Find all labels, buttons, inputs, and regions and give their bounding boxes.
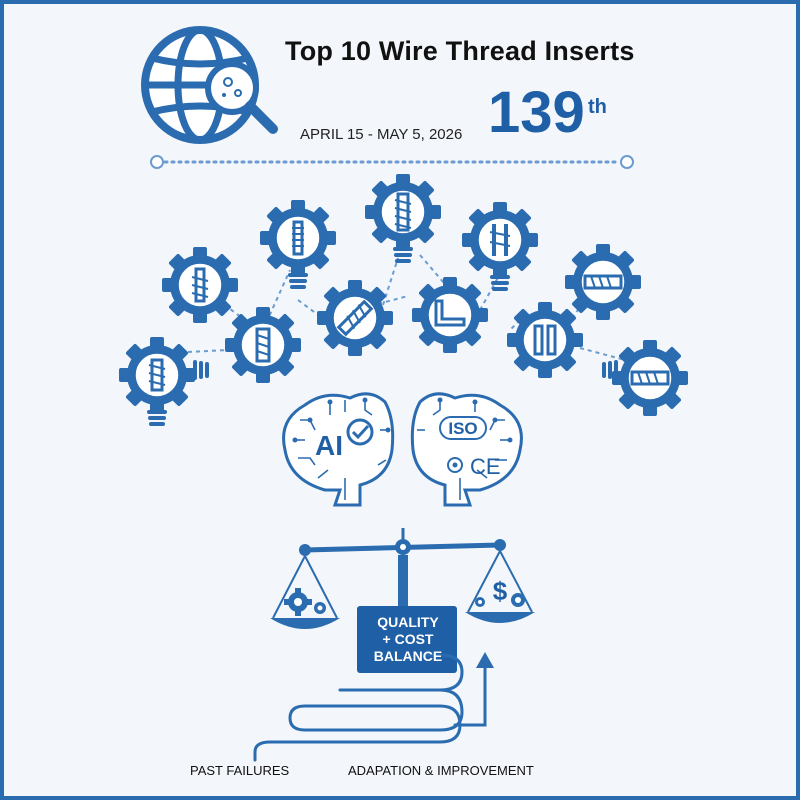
rank-number: 139	[488, 80, 585, 145]
gear-insert-3	[259, 199, 337, 289]
ai-brain-icon: AI	[282, 392, 395, 507]
adaptation-label: ADAPATION & IMPROVEMENT	[348, 763, 534, 778]
gear-insert-2	[161, 246, 239, 324]
gear-insert-11	[611, 339, 689, 417]
gear-insert-4	[224, 306, 302, 384]
gear-insert-10	[564, 243, 642, 321]
bulb-side-2	[602, 360, 618, 380]
gear-insert-7	[411, 276, 489, 354]
ai-label: AI	[315, 430, 343, 461]
up-arrow-icon	[476, 652, 494, 668]
past-failures-label: PAST FAILURES	[190, 763, 290, 778]
quality-cost-label: QUALITY + COST BALANCE	[373, 614, 443, 664]
path-loop	[253, 688, 464, 762]
iso-label: ISO	[448, 419, 477, 438]
bulb-side-1	[193, 360, 209, 380]
date-range: APRIL 15 - MAY 5, 2026	[300, 126, 463, 143]
balance-scale-icon: $	[270, 528, 535, 673]
timeline-line	[150, 155, 634, 169]
improvement-path	[253, 652, 494, 762]
rank-suffix: th	[588, 96, 607, 118]
standards-brain-icon: ISO CE	[410, 392, 523, 507]
ce-label: CE	[470, 454, 501, 479]
gear-insert-9	[506, 301, 584, 379]
page-title: Top 10 Wire Thread Inserts	[285, 36, 635, 66]
dollar-symbol: $	[493, 576, 508, 606]
gear-insert-6	[364, 173, 442, 263]
globe-search-icon	[141, 26, 278, 144]
gear-insert-8	[461, 201, 539, 291]
gear-insert-1	[118, 336, 196, 426]
gear-insert-5	[316, 279, 394, 357]
